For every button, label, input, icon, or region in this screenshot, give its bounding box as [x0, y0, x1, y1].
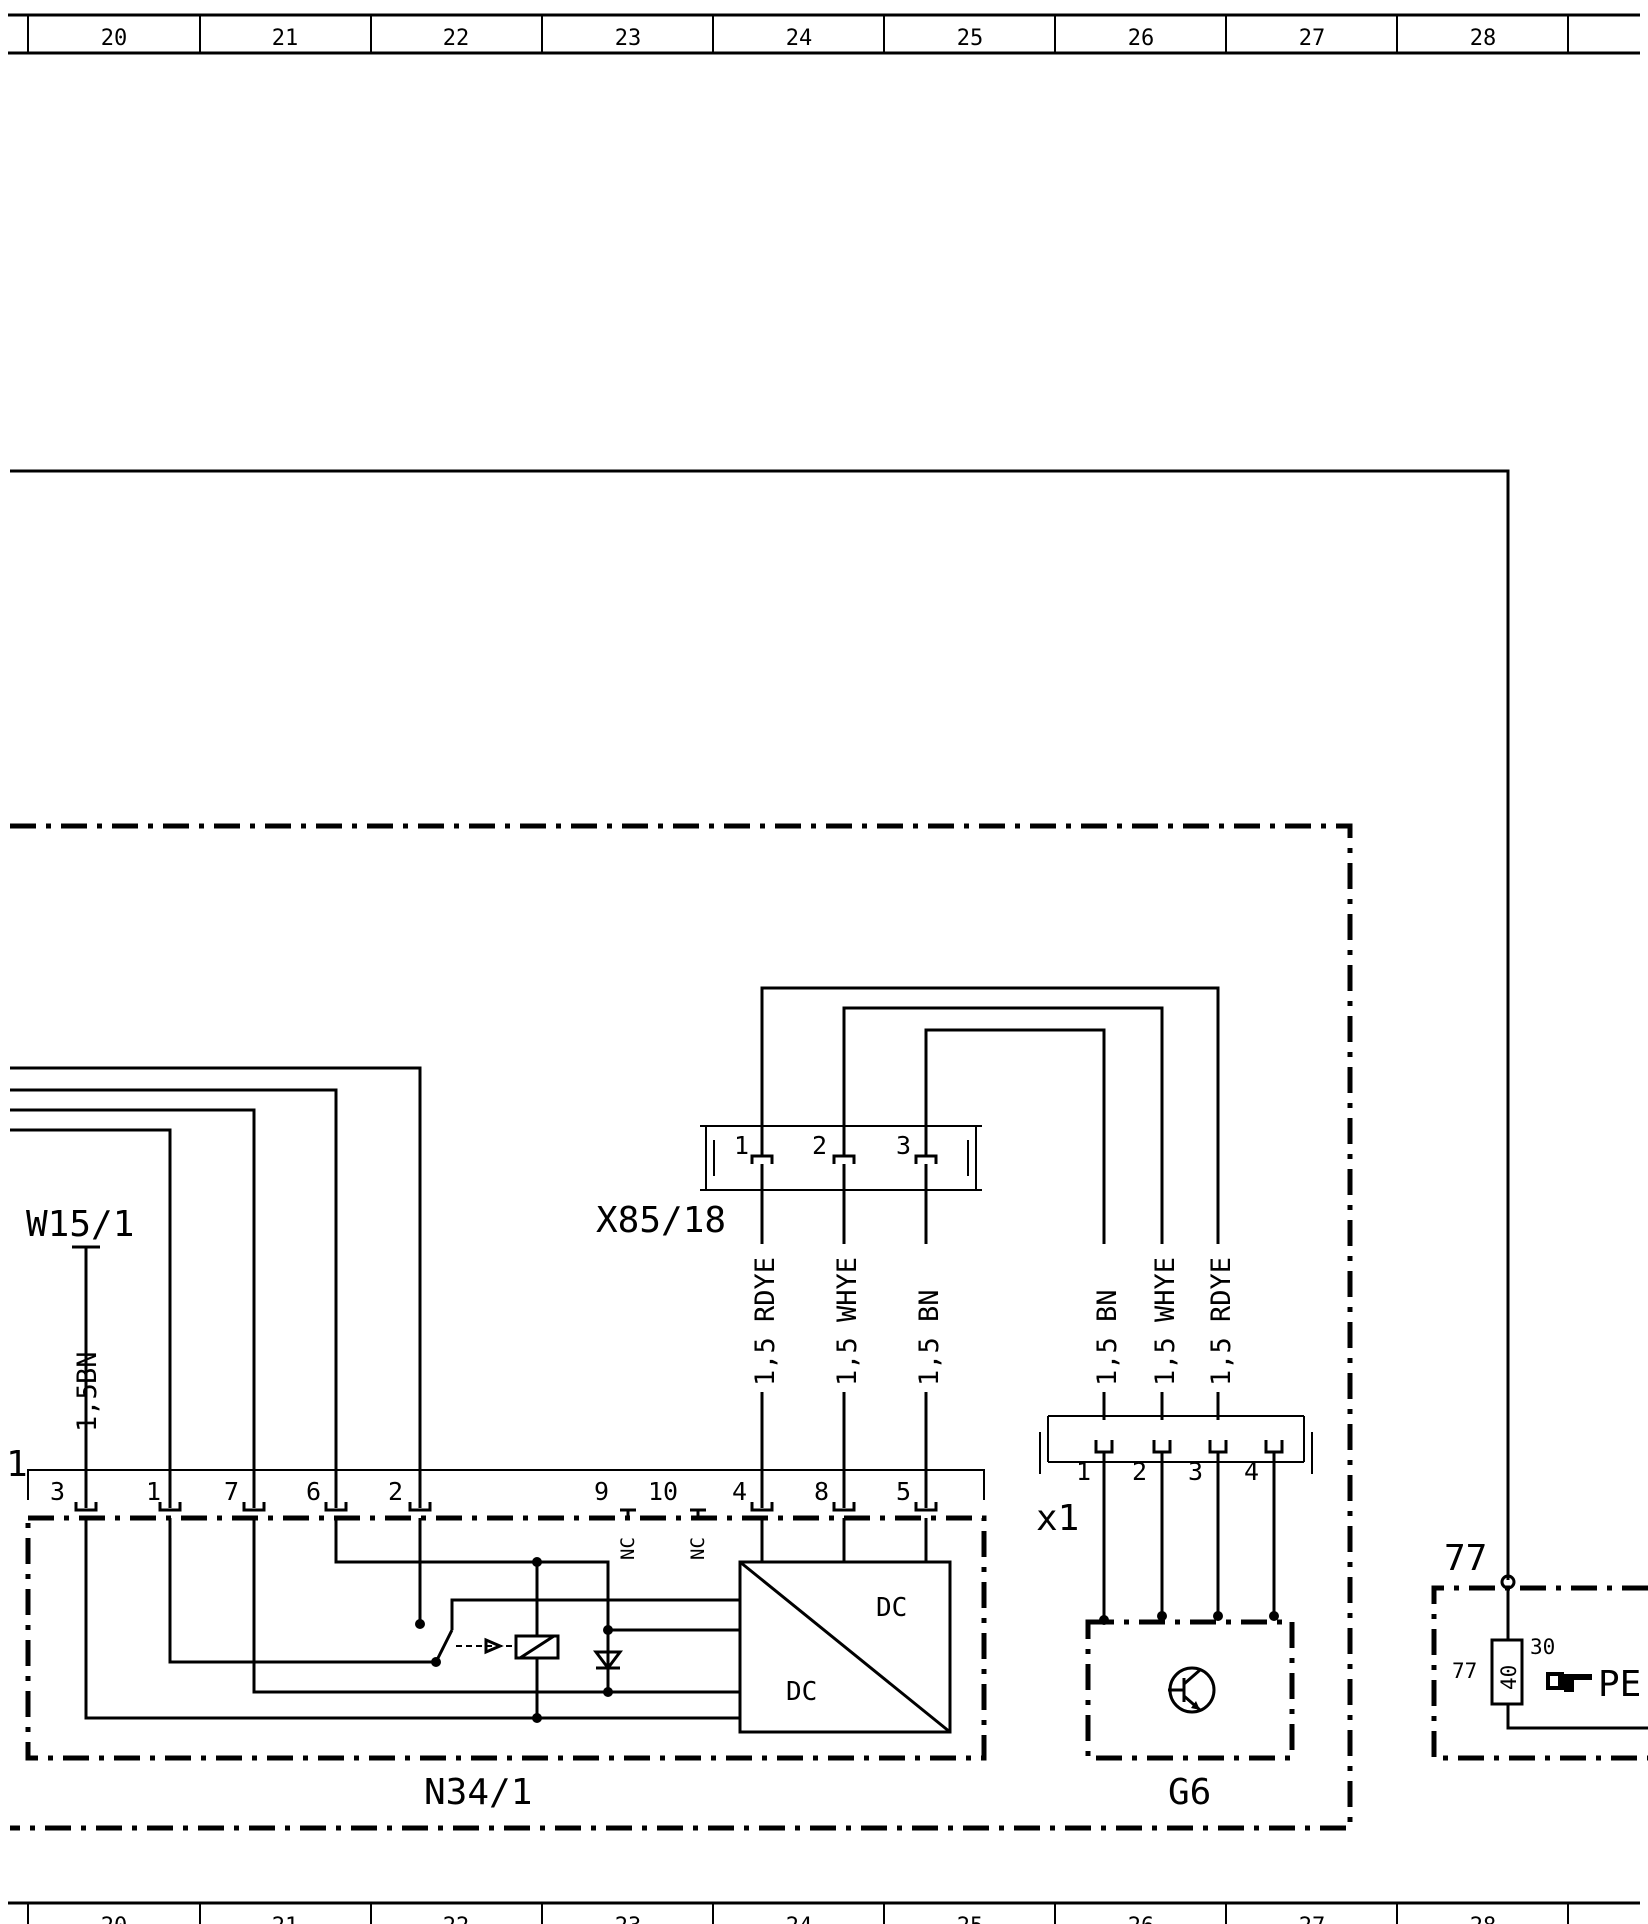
ruler-col-24: 24 [786, 1914, 813, 1924]
ruler-col-20: 20 [101, 1914, 128, 1924]
x1-pin-2: 2 [1132, 1457, 1147, 1486]
cross-reference-label: PE [1598, 1664, 1641, 1705]
ruler-col-23: 23 [615, 26, 642, 51]
relay-terminal-label: 77 [1444, 1538, 1487, 1579]
outer-enclosure [10, 823, 1353, 1831]
x1-connector: 1 2 3 4 x1 [1036, 1415, 1313, 1539]
n34-pin-10: 10 [648, 1477, 678, 1506]
pointing-hand-icon [1546, 1672, 1592, 1692]
g6-wire-whye-color: WHYE [1150, 1257, 1181, 1322]
g6-wire-rdye-color: RDYE [1206, 1257, 1237, 1322]
bus-wires [10, 1066, 422, 1508]
x85-wire-whye-color: WHYE [832, 1257, 863, 1322]
n34-pin-3: 3 [50, 1477, 65, 1506]
dc-input-label: DC [786, 1677, 817, 1707]
feed-wire [10, 469, 1510, 1580]
n34-pin-6: 6 [306, 1477, 321, 1506]
g6-wire-rdye-size: 1,5 [1206, 1337, 1237, 1386]
g6-label: G6 [1168, 1772, 1211, 1813]
ruler-col-23: 23 [615, 1914, 642, 1924]
g6-wire-bn-size: 1,5 [1092, 1337, 1123, 1386]
bottom-ruler: 20 21 22 23 24 25 26 27 28 [8, 1901, 1640, 1924]
n34-1-label: N34/1 [424, 1772, 532, 1813]
ruler-col-22: 22 [443, 26, 470, 51]
ruler-col-22: 22 [443, 1914, 470, 1924]
x85-wire-bn-size: 1,5 [914, 1337, 945, 1386]
n34-1-connector: 1 3 1 7 6 2 9 10 4 8 5 NC NC [6, 1444, 985, 1560]
ruler-col-24: 24 [786, 26, 813, 51]
w15-1-label: W15/1 [26, 1204, 134, 1245]
top-ruler: 20 21 22 23 24 25 26 27 28 [8, 13, 1640, 55]
g6-box [1085, 1619, 1295, 1761]
w15-1-wire-color: BN [72, 1351, 103, 1384]
ruler-col-21: 21 [272, 1914, 299, 1924]
ruler-col-25: 25 [957, 1914, 984, 1924]
ruler-col-26: 26 [1128, 26, 1155, 51]
dc-output-label: DC [876, 1593, 907, 1623]
nc-pin-9: NC [617, 1537, 639, 1560]
g6-wire-whye-size: 1,5 [1150, 1337, 1181, 1386]
fuse-pin-label: 30 [1530, 1635, 1555, 1659]
nc-pin-10: NC [687, 1537, 709, 1560]
connector-edge-label: 1 [6, 1444, 28, 1485]
ruler-col-26: 26 [1128, 1914, 1155, 1924]
n34-1-box [25, 1515, 987, 1761]
fuse-relay-component: 77 40 77 30 PE [1431, 1538, 1648, 1761]
x1-to-g6-wires [1099, 1452, 1279, 1625]
x85-18-connector: 1 2 3 X85/18 [596, 1125, 982, 1241]
x85-wire-whye-size: 1,5 [832, 1337, 863, 1386]
ruler-col-28: 28 [1470, 1914, 1497, 1924]
x85-wire-rdye-color: RDYE [750, 1257, 781, 1322]
g6-wire-bn-color: BN [1092, 1289, 1123, 1322]
ruler-col-21: 21 [272, 26, 299, 51]
x85-pin-3: 3 [896, 1131, 911, 1160]
relay-inner-terminal: 77 [1452, 1659, 1477, 1683]
x85-to-x1-wires: 1,5 BN 1,5 WHYE 1,5 RDYE [760, 986, 1237, 1420]
x85-wire-bn-color: BN [914, 1289, 945, 1322]
x85-pin-1: 1 [734, 1131, 749, 1160]
x1-pin-4: 4 [1244, 1457, 1259, 1486]
n34-pin-1: 1 [146, 1477, 161, 1506]
ruler-col-20: 20 [101, 26, 128, 51]
x85-wire-rdye-size: 1,5 [750, 1337, 781, 1386]
n34-pin-2: 2 [388, 1477, 403, 1506]
n34-pin-7: 7 [224, 1477, 239, 1506]
x85-18-label: X85/18 [596, 1200, 726, 1241]
x1-label: x1 [1036, 1498, 1079, 1539]
n34-pin-8: 8 [814, 1477, 829, 1506]
ruler-col-25: 25 [957, 26, 984, 51]
transistor-icon [1168, 1666, 1216, 1714]
n34-1-internal-circuit: DC DC [84, 1518, 952, 1734]
n34-pin-5: 5 [896, 1477, 911, 1506]
ruler-col-27: 27 [1299, 26, 1326, 51]
n34-pin-9: 9 [594, 1477, 609, 1506]
n34-pin-4: 4 [732, 1477, 747, 1506]
x1-pin-1: 1 [1076, 1457, 1091, 1486]
w15-1-ground: W15/1 1,5 BN [26, 1204, 134, 1508]
ruler-col-28: 28 [1470, 26, 1497, 51]
x85-to-n34-wires: 1,5 RDYE 1,5 WHYE 1,5 BN [746, 1164, 945, 1508]
w15-1-wire-size: 1,5 [72, 1383, 103, 1432]
x85-pin-2: 2 [812, 1131, 827, 1160]
x1-pin-3: 3 [1188, 1457, 1203, 1486]
ruler-col-27: 27 [1299, 1914, 1326, 1924]
fuse-rating: 40 [1497, 1665, 1521, 1690]
